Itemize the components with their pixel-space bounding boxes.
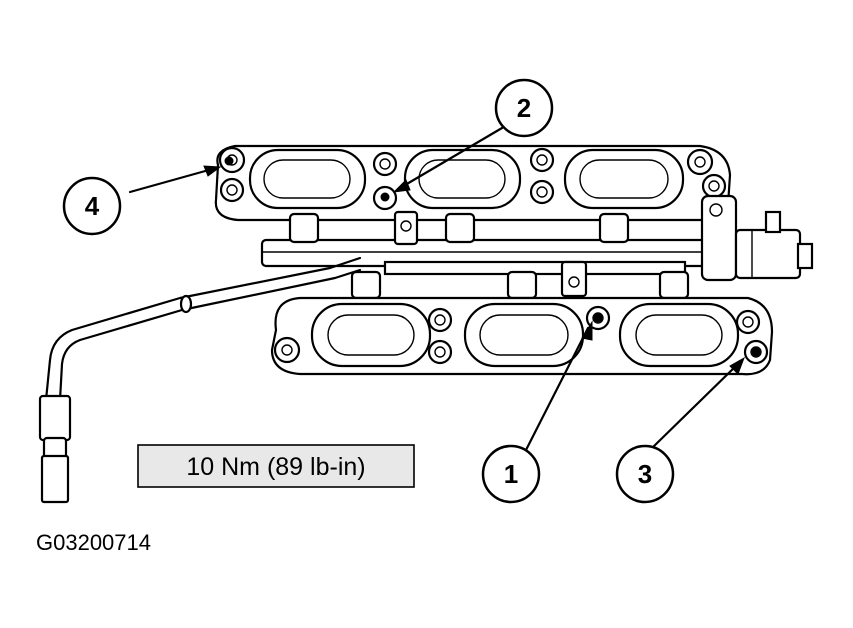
callout-1: 1 <box>481 444 541 504</box>
callout-4-label: 4 <box>85 191 100 221</box>
torque-spec-box: 10 Nm (89 lb-in) <box>137 444 415 488</box>
callout-2-label: 2 <box>517 93 531 123</box>
callout-2: 2 <box>494 78 554 138</box>
torque-spec-text: 10 Nm (89 lb-in) <box>186 453 365 481</box>
callout-4: 4 <box>62 176 122 236</box>
callout-1-label: 1 <box>504 459 518 489</box>
leader-lines <box>128 126 745 452</box>
fuel-rail <box>260 194 814 300</box>
lower-gasket-plate <box>270 296 774 376</box>
callout-3: 3 <box>615 444 675 504</box>
fuel-supply-tube <box>38 256 362 504</box>
upper-gasket-plate <box>214 144 732 222</box>
figure-id: G03200714 <box>36 530 151 555</box>
callout-3-label: 3 <box>638 459 652 489</box>
